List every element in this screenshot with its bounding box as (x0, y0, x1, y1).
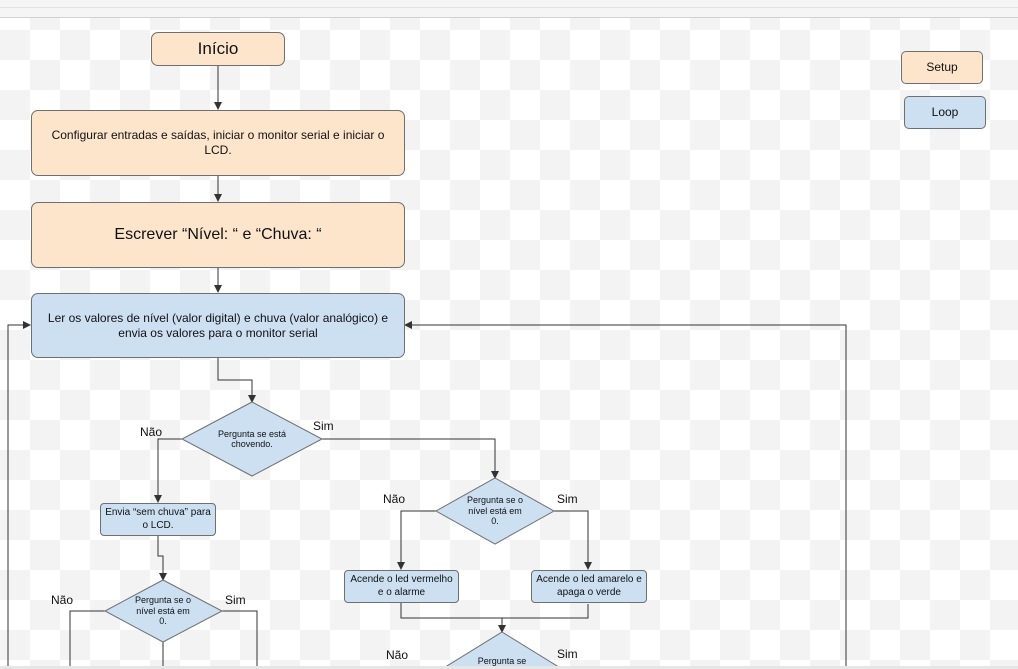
legend-setup[interactable]: Setup (901, 51, 983, 84)
edge-vermelho-merge (400, 603, 589, 619)
bottom-edge (0, 666, 1018, 669)
edge-chovendo-nao (154, 438, 182, 503)
edge-label-sim-nivel-esq: Sim (225, 593, 246, 607)
edge-nivel-esq-nao (69, 610, 105, 669)
edge-label-sim-nivel-dir: Sim (557, 492, 578, 506)
edge-chovendo-sim (322, 438, 499, 479)
edge-nivel-dir-nao (397, 510, 436, 570)
top-toolbar (0, 0, 1018, 18)
edge-loop-right (404, 321, 847, 669)
edge-label-nao-nivel-dir: Não (383, 492, 406, 506)
edge-loop-left (7, 321, 31, 669)
legend-loop[interactable]: Loop (904, 96, 986, 129)
edge-label-sim-chovendo: Sim (313, 419, 334, 433)
node-escrever[interactable]: Escrever “Nível: “ e “Chuva: “ (31, 202, 405, 268)
node-inicio[interactable]: Início (151, 32, 285, 66)
edge-label-nao-chovendo: Não (140, 425, 163, 439)
decision-chovendo (180, 401, 324, 477)
edge-label-nao-baixo: Não (386, 648, 409, 662)
node-led-amarelo[interactable]: Acende o led amarelo e apaga o verde (531, 570, 647, 603)
node-led-vermelho[interactable]: Acende o led vermelho e o alarme (344, 570, 459, 603)
edge-nivel-dir-sim (554, 510, 592, 570)
node-ler-valores[interactable]: Ler os valores de nível (valor digital) … (31, 293, 405, 358)
edge-nivel-esq-sim (222, 610, 258, 669)
decision-nivel-dir (434, 477, 556, 545)
decision-nivel-esq-label: Pergunta se o nível está em 0. (134, 595, 192, 627)
edge-semchuva-nivel (157, 536, 167, 581)
edge-ler-chovendo (217, 358, 256, 403)
decision-nivel-esq (103, 579, 224, 643)
node-configurar[interactable]: Configurar entradas e saídas, iniciar o … (31, 110, 405, 176)
node-sem-chuva[interactable]: Envia “sem chuva” para o LCD. (100, 503, 216, 536)
decision-baixo (441, 631, 563, 669)
edge-label-sim-baixo: Sim (557, 647, 578, 661)
decision-chovendo-label: Pergunta se está chovendo. (217, 428, 287, 449)
decision-nivel-dir-label: Pergunta se o nível está em 0. (466, 495, 524, 527)
edge-label-nao-nivel-esq: Não (51, 593, 74, 607)
decision-baixo-label: Pergunta se (477, 656, 527, 666)
